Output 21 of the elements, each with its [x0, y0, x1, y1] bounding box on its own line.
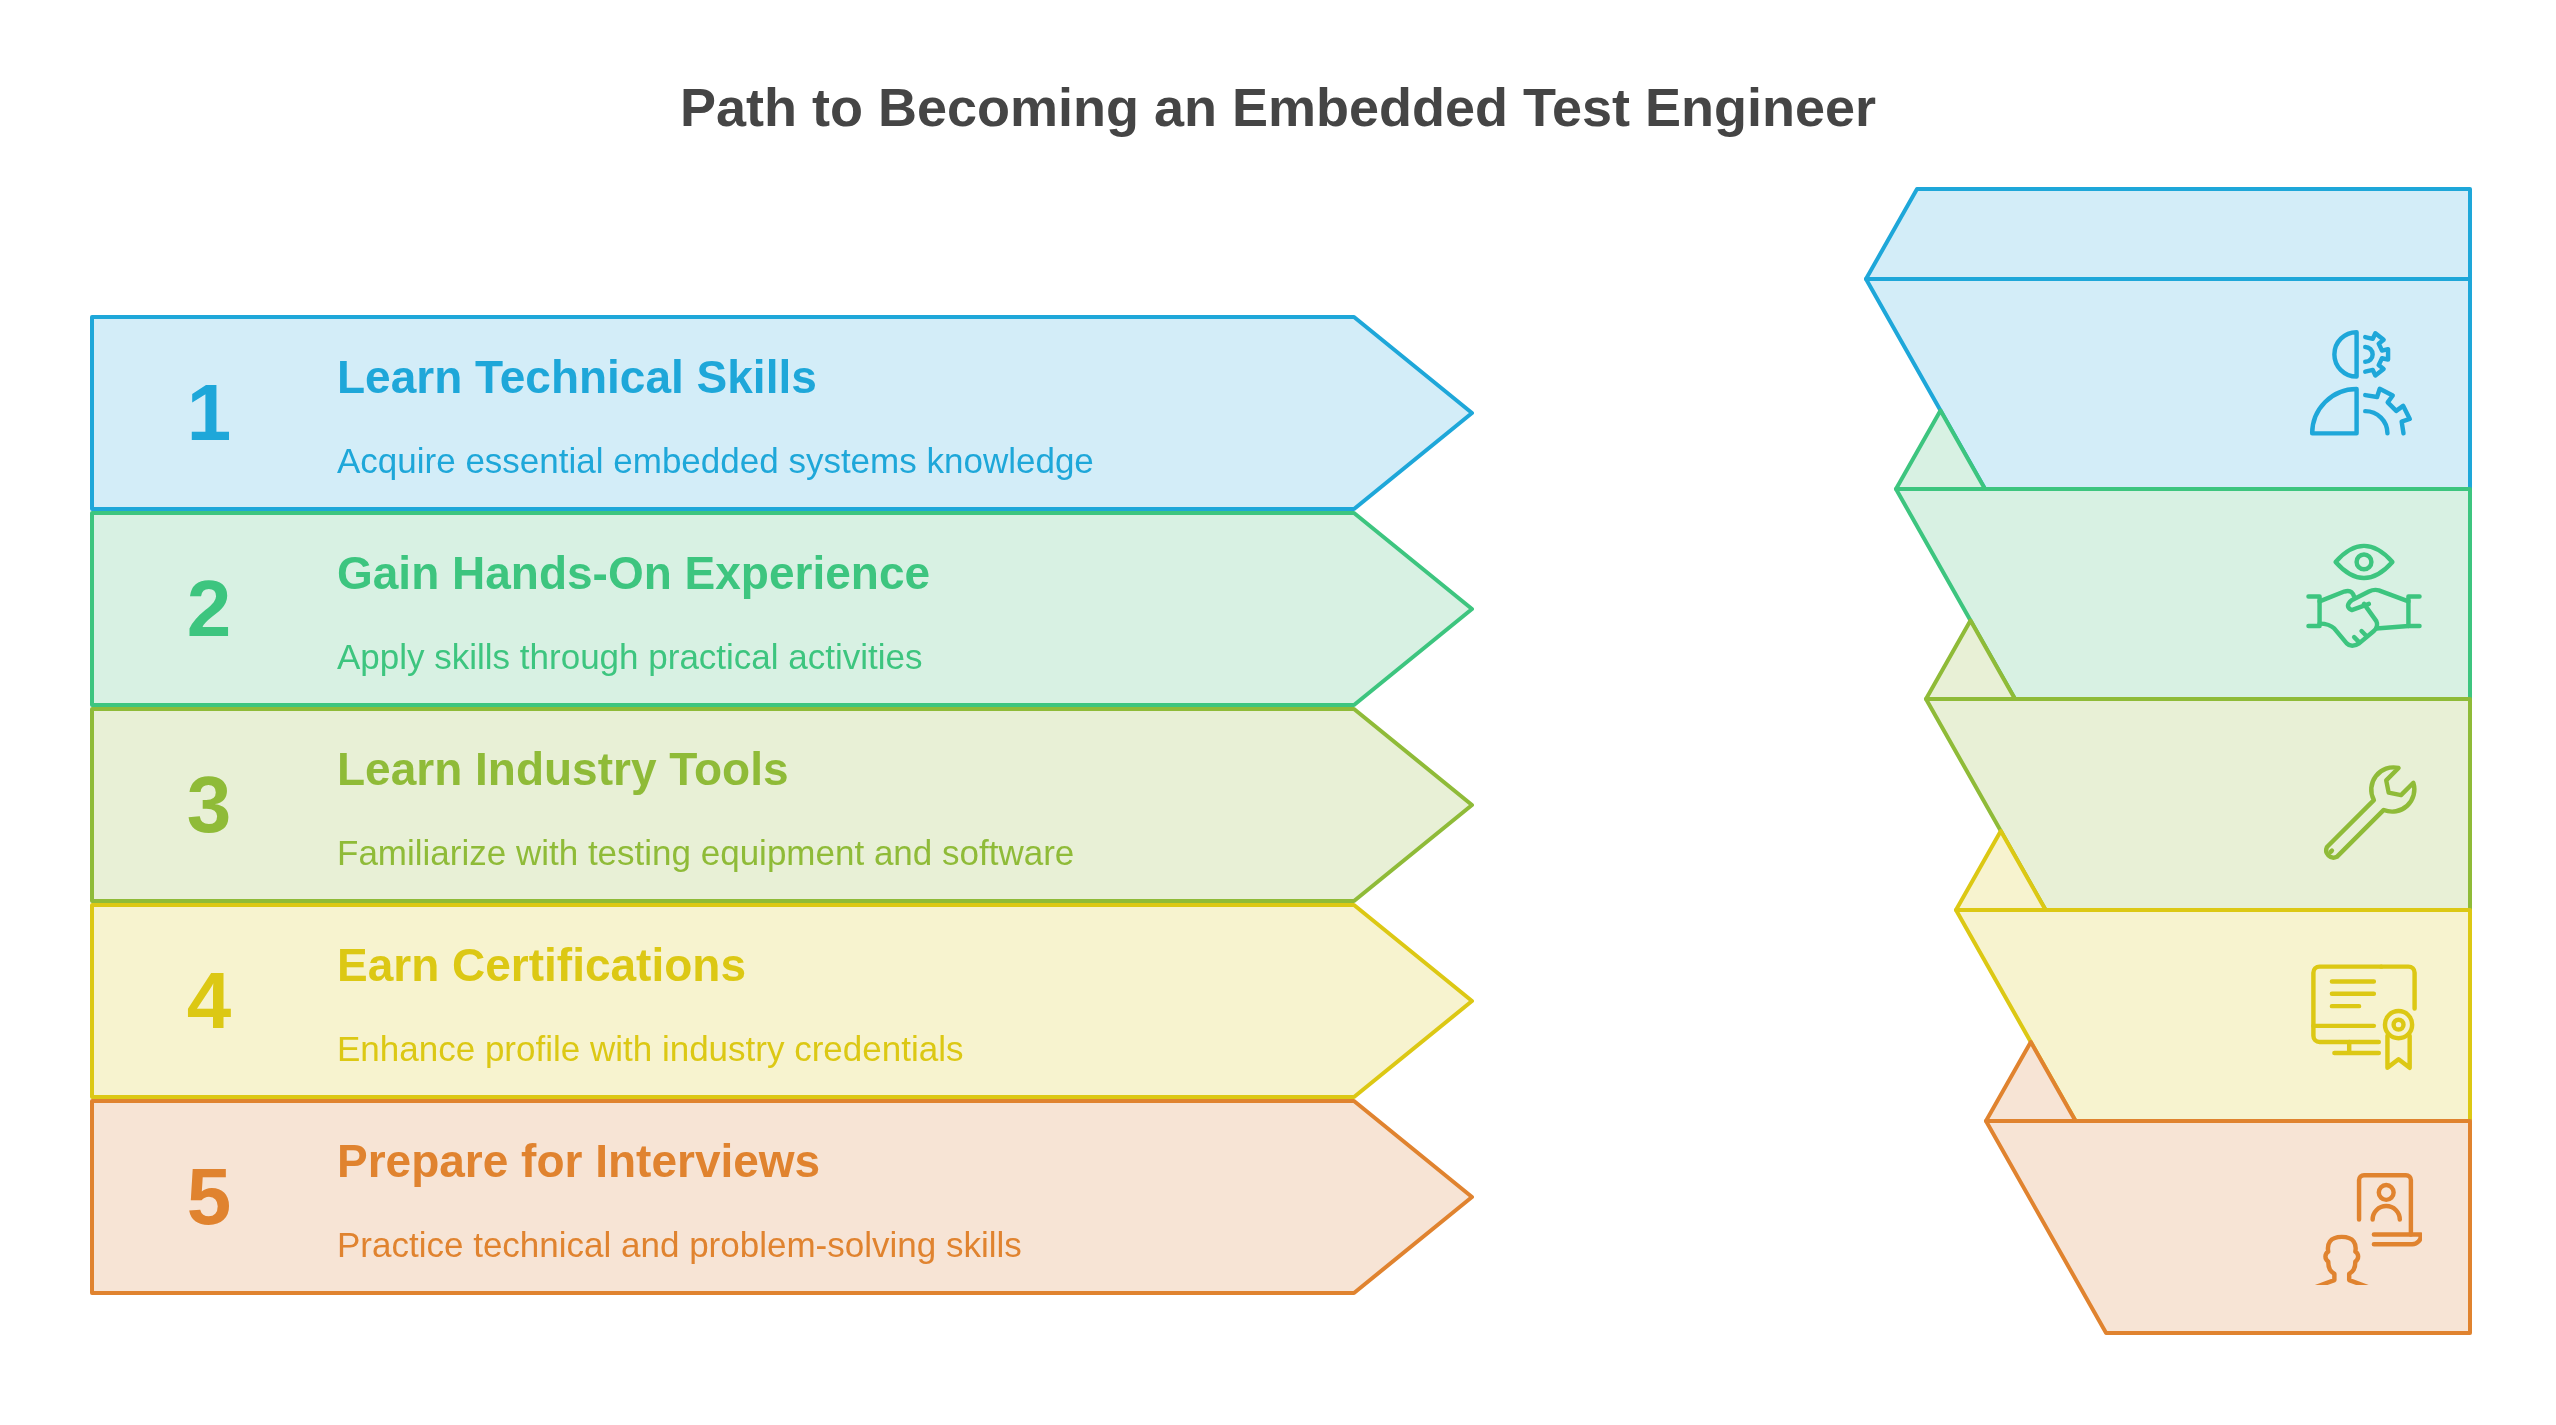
step-title: Learn Technical Skills [337, 351, 817, 404]
step-description: Familiarize with testing equipment and software [337, 832, 1075, 874]
step-number: 4 [186, 961, 232, 1041]
step-number: 3 [186, 765, 232, 845]
step-arrow-band [90, 315, 1475, 511]
step-description: Apply skills through practical activities [337, 636, 923, 678]
step-arrow-band [90, 707, 1475, 903]
step-description: Enhance profile with industry credentials [337, 1028, 964, 1070]
step-description: Acquire essential embedded systems knowledge [337, 440, 1094, 482]
step-title: Gain Hands-On Experience [337, 547, 931, 600]
step-arrow-band [90, 903, 1475, 1099]
diagram-title: Path to Becoming an Embedded Test Engineer [679, 78, 1877, 138]
step-title: Prepare for Interviews [337, 1135, 821, 1188]
step-number: 5 [186, 1157, 232, 1237]
step-number: 2 [186, 569, 232, 649]
step-title: Learn Industry Tools [337, 743, 789, 796]
step-arrow-band [90, 511, 1475, 707]
step-number: 1 [186, 373, 232, 453]
step-arrow-band [90, 1099, 1475, 1295]
step-description: Practice technical and problem-solving skills [337, 1224, 1022, 1266]
step-title: Earn Certifications [337, 939, 746, 992]
